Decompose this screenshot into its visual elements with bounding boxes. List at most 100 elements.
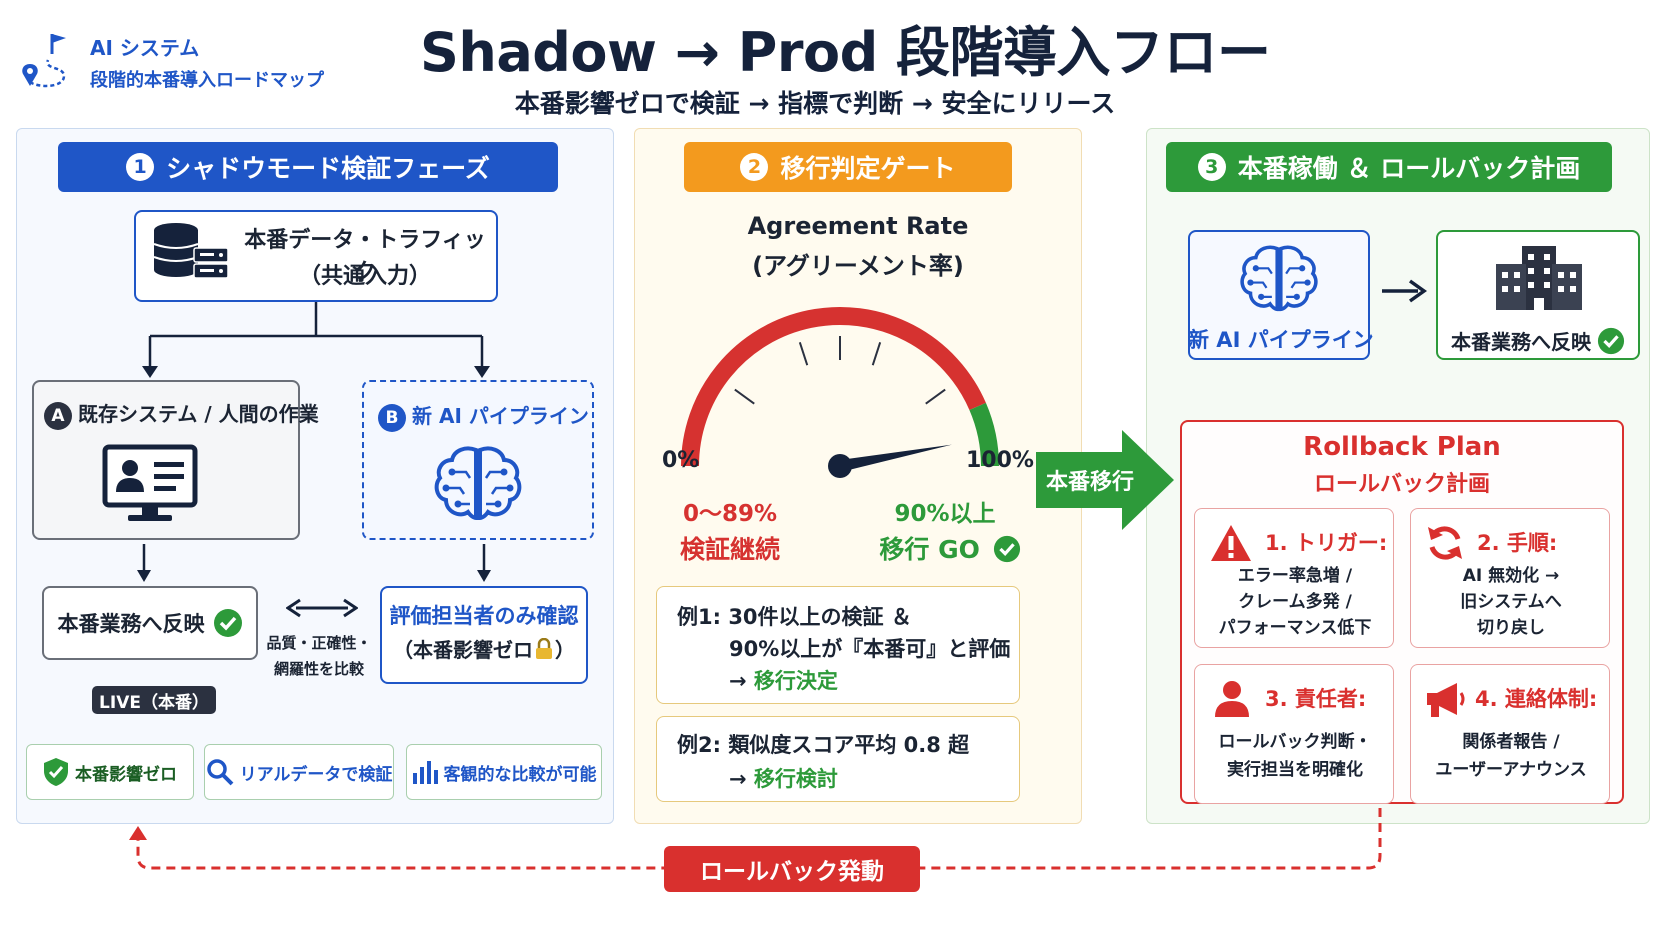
ai-brain-icon [434,446,522,521]
feature-objective-compare: 客観的な比較が可能 [406,744,602,800]
production-label: 本番業務へ反映 [1436,326,1640,355]
page-subtitle: 本番影響ゼロで検証 → 指標で判断 → 安全にリリース [514,89,1116,118]
phase2-title: 移行判定ゲート [780,154,956,183]
procedure-heading: 2. 手順: [1477,531,1558,555]
procedure-line-2: 旧システムへ [1460,592,1562,612]
gauge-green-zone [969,402,999,467]
check-circle-icon [1597,327,1625,354]
red-zone-range: 0〜89% [682,501,778,527]
feature-3-label: 客観的な比較が可能 [443,764,597,785]
compare-arrow-icon [286,598,358,618]
gauge-needle [838,444,952,472]
metric-subtitle: (アグリーメント率) [752,252,964,280]
split-connector [142,302,490,378]
green-zone-range: 90%以上 [894,501,996,527]
evaluator-only-box [380,586,588,684]
evaluator-label: 評価担当者のみ確認 [389,604,579,628]
agreement-gauge [681,307,999,478]
example-1-line1: 例1: 30件以上の検証 ＆ [677,605,912,629]
owner-heading: 3. 責任者: [1265,687,1367,711]
compare-label-2: 網羅性を比較 [273,660,364,678]
trigger-heading: 1. トリガー: [1265,531,1388,555]
live-badge: LIVE（本番） [92,686,216,714]
trigger-line-2: クレーム多発 / [1238,592,1352,612]
zero-impact-label: （本番影響ゼロ） [384,634,584,663]
owner-line-2: 実行担当を明確化 [1227,760,1363,780]
gauge-hub [828,454,852,478]
metric-title: Agreement Rate [747,212,969,240]
ai-brain-icon [1240,245,1318,312]
green-zone-action: 移行 GO [870,530,1030,566]
input-label: 本番データ・トラフィック [244,228,486,285]
feature-1-label: 本番影響ゼロ [75,764,177,785]
procedure-line-1: AI 無効化 → [1462,566,1560,586]
example-1-arrow: → [729,669,747,693]
megaphone-icon [1427,683,1465,717]
gauge-tick [798,342,809,366]
gauge-red-zone [681,307,986,467]
ai-pipeline-label: 新 AI パイプライン [1188,328,1374,352]
go-live-arrow [1036,430,1174,530]
person-icon [1215,681,1249,717]
check-circle-icon [213,609,242,637]
phase2-number: 2 [740,153,769,181]
bar-chart-icon [412,761,438,784]
page-title: Shadow → Prod 段階導入フロー [420,21,1271,84]
go-label: 移行 GO [879,535,980,564]
arrow-a-down [137,544,151,582]
phase1-number: 1 [126,153,155,181]
branch-b-badge: B [378,403,406,432]
gauge-tick [925,388,946,405]
brand-subtitle: 段階的本番導入ロードマップ [90,70,324,91]
compare-label-1: 品質・正確性・ [266,634,372,652]
feature-2-label: リアルデータで検証 [239,764,393,785]
branch-b-text: 新 AI パイプライン [412,404,589,428]
input-sublabel: （共通入力） [298,264,431,289]
arrow-b-down [477,544,491,582]
owner-line-1: ロールバック判断・ [1218,732,1372,752]
example-2-arrow: → [729,767,747,791]
example-1-line3: → 移行決定 [729,665,838,695]
database-server-icon [153,223,229,279]
communication-line-2: ユーザーアナウンス [1435,760,1587,780]
go-live-label: 本番移行 [1045,470,1134,495]
phase2-header: 2 移行判定ゲート [684,142,1012,192]
gauge-tick [734,388,755,405]
arrow-right-icon [1382,279,1428,303]
rollback-card-communication: 4. 連絡体制: 関係者報告 / ユーザーアナウンス [1410,664,1610,804]
phase3-number: 3 [1197,153,1226,181]
phase3-title: 本番稼働 ＆ ロールバック計画 [1237,154,1581,183]
example-2-line1: 例2: 類似度スコア平均 0.8 超 [677,733,970,757]
procedure-line-3: 切り戻し [1477,618,1545,638]
example-2-line2: → 移行検討 [729,763,838,793]
reflect-label: 本番業務へ反映 [57,612,205,636]
check-circle-icon [993,535,1020,563]
building-icon [1496,246,1582,310]
communication-heading: 4. 連絡体制: [1475,687,1598,711]
example-1-line2: 90%以上が『本番可』と評価 [729,637,1011,661]
feature-zero-impact: 本番影響ゼロ [26,744,194,800]
brand-title: AI システム [90,36,200,60]
trigger-line-3: パフォーマンス低下 [1218,618,1372,638]
example-2-decision: 移行検討 [753,767,838,791]
rollback-plan-subtitle: ロールバック計画 [1313,472,1490,497]
monitor-user-icon [102,444,198,521]
feature-real-data: リアルデータで検証 [204,744,394,800]
zero-impact-close: ） [555,638,575,662]
phase1-header: 1 シャドウモード検証フェーズ [58,142,558,192]
branch-a-text: 既存システム / 人間の作業 [78,402,319,426]
example-1-card: 例1: 30件以上の検証 ＆ 90%以上が『本番可』と評価 → 移行決定 [656,586,1020,704]
rollback-card-procedure: 2. 手順: AI 無効化 → 旧システムへ 切り戻し [1410,508,1610,648]
communication-line-1: 関係者報告 / [1462,732,1560,752]
production-text: 本番業務へ反映 [1451,330,1591,354]
rollback-trigger-label: ロールバック発動 [664,846,920,892]
warning-icon [1211,525,1251,561]
shield-check-icon [44,758,68,786]
rollback-card-trigger: 1. トリガー: エラー率急増 / クレーム多発 / パフォーマンス低下 [1194,508,1394,648]
roadmap-icon [22,34,66,88]
example-2-card: 例2: 類似度スコア平均 0.8 超 → 移行検討 [656,716,1020,802]
gauge-label-100: 100% [966,448,1034,473]
